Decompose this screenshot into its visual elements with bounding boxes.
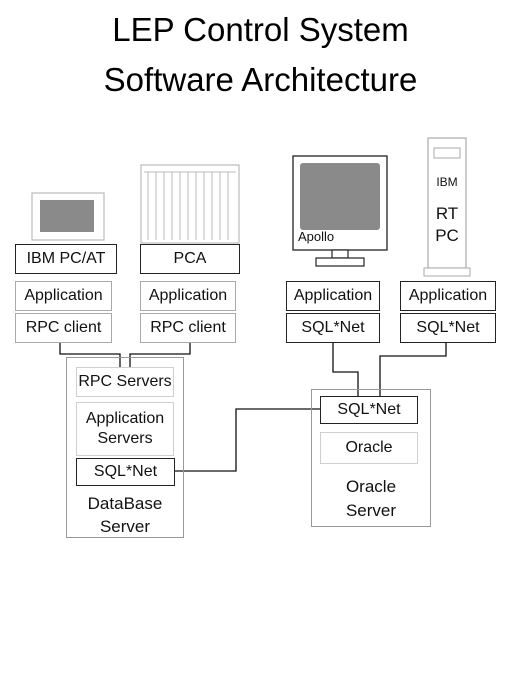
database-server-container: [66, 357, 184, 538]
ibm-rt-application: Application: [400, 281, 496, 311]
application-servers-line-2: Servers: [97, 430, 153, 447]
pca-rpc-client: RPC client: [140, 313, 236, 343]
ibm-rt-model-line-2: PC: [435, 226, 459, 245]
oracle-server-label-line-2: Server: [345, 501, 397, 520]
wire-db-oracle-sqlnet: [175, 408, 320, 472]
ibm-rt-tower-icon: [423, 137, 471, 277]
wire-rt-sqlnet: [379, 342, 447, 396]
apollo-application: Application: [286, 281, 380, 311]
database-server-label-line-1: DataBase: [87, 494, 163, 513]
application-servers-line-1: Application: [85, 410, 165, 427]
pca-application: Application: [140, 281, 236, 311]
title-line-2: Software Architecture: [103, 61, 418, 98]
ibm-rt-sqlnet: SQL*Net: [400, 313, 496, 343]
ibm-pc-rpc-client: RPC client: [15, 313, 112, 343]
ibm-pc-application: Application: [15, 281, 112, 311]
oracle-server-label-line-1: Oracle: [345, 477, 397, 496]
database-server-label-line-2: Server: [99, 517, 151, 536]
ibm-pc-platform-label: IBM PC/AT: [15, 244, 117, 274]
ibm-rt-brand: IBM: [436, 175, 458, 189]
wire-apollo-sqlnet: [332, 342, 359, 396]
pca-crate-icon: [140, 164, 240, 244]
ibm-pc-monitor-icon: [31, 192, 105, 241]
apollo-label: Apollo: [298, 229, 335, 244]
apollo-workstation-icon: [292, 155, 388, 267]
pca-platform-label: PCA: [140, 244, 240, 274]
application-servers-box: Application Servers: [76, 402, 174, 456]
apollo-sqlnet: SQL*Net: [286, 313, 380, 343]
oracle-db-box: Oracle: [320, 432, 418, 464]
rpc-servers-box: RPC Servers: [76, 367, 174, 397]
oracle-server-container: [311, 389, 431, 527]
title-line-1: LEP Control System: [112, 11, 409, 48]
oracle-sqlnet-box: SQL*Net: [320, 396, 418, 424]
ibm-rt-model-line-1: RT: [435, 204, 459, 223]
database-sqlnet-box: SQL*Net: [76, 458, 175, 486]
